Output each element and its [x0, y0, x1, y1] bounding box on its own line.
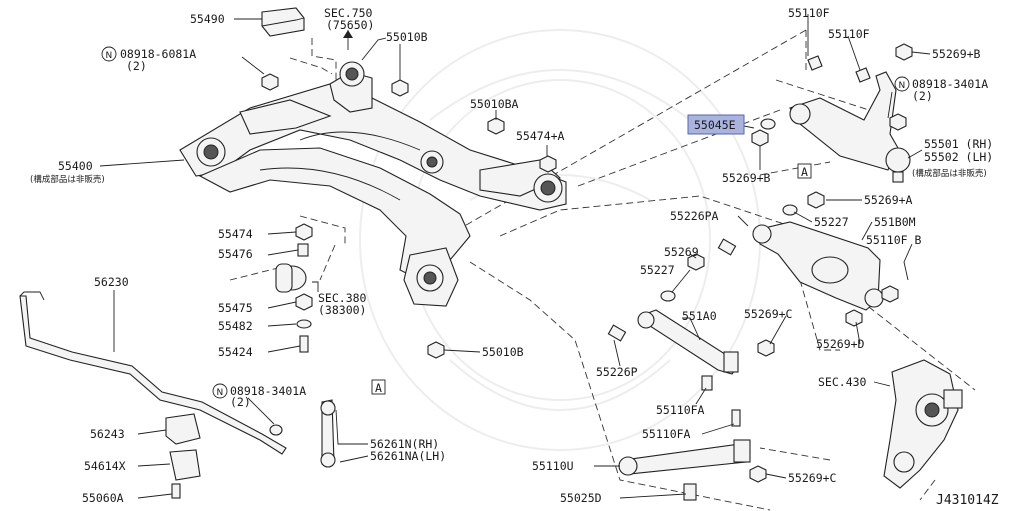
label-08918-3401a-top-qty: (2) [912, 89, 933, 103]
label-56243: 56243 [90, 427, 125, 441]
label-56261na-lh: 56261NA(LH) [370, 449, 446, 463]
part-labels: 55490 SEC.750 (75650) 55010B N 08918-608… [30, 6, 999, 508]
highlight-55045e [687, 114, 745, 135]
label-sec-380: SEC.380 [318, 291, 367, 305]
label-55476: 55476 [218, 247, 253, 261]
label-55269: 55269 [664, 245, 699, 259]
label-08918-6081a: 08918-6081A [120, 47, 196, 61]
label-55025d: 55025D [560, 491, 602, 505]
figure-code: J431014Z [936, 493, 999, 508]
label-55110f-2: 55110F [828, 27, 870, 41]
leader-lines [99, 14, 931, 499]
circled-n-icon: N [212, 383, 228, 399]
label-55269a: 55269+A [864, 193, 913, 207]
svg-text:N: N [899, 81, 906, 91]
label-55490: 55490 [190, 12, 225, 26]
label-56230: 56230 [94, 275, 129, 289]
label-55227-top: 55227 [814, 215, 849, 229]
label-55227-left: 55227 [640, 263, 675, 277]
label-55475: 55475 [218, 301, 253, 315]
label-55110u: 55110U [532, 459, 574, 473]
label-55501-note: (構成部品は非販売) [912, 168, 987, 179]
label-55110fa-2: 55110FA [642, 427, 691, 441]
upper-arm [751, 43, 913, 183]
toe-link [607, 309, 775, 427]
label-55501-rh: 55501 (RH) [924, 137, 993, 151]
section-ref-a-low: A [375, 381, 382, 395]
label-55269c-low: 55269+C [788, 471, 837, 485]
label-55269b-top: 55269+B [932, 47, 981, 61]
label-sec-750-sub: (75650) [326, 18, 374, 32]
label-551b0m: 551B0M [874, 215, 916, 229]
label-55226p: 55226P [596, 365, 638, 379]
label-55502-lh: 55502 (LH) [924, 150, 993, 164]
section-ref-box [371, 379, 386, 395]
label-55010ba: 55010BA [470, 97, 519, 111]
arrow-up-icon [343, 30, 353, 38]
dashed-reference-lines [229, 29, 976, 511]
label-55269d: 55269+D [816, 337, 865, 351]
label-551a0: 551A0 [682, 309, 717, 323]
lower-arm [660, 191, 899, 327]
label-55010b-mid: 55010B [482, 345, 524, 359]
label-55482: 55482 [218, 319, 253, 333]
label-55045e[interactable]: 55045E [694, 118, 736, 132]
stabilizer-bar [19, 291, 336, 499]
section-ref-box [797, 163, 812, 179]
label-55424: 55424 [218, 345, 253, 359]
subframe-fasteners [261, 73, 557, 359]
knuckle [883, 359, 963, 489]
section-ref-a-top: A [801, 165, 808, 179]
label-55400-note: (構成部品は非販売) [30, 174, 105, 185]
label-55400: 55400 [58, 159, 93, 173]
label-55474-a: 55474+A [516, 129, 565, 143]
label-08918-3401a-low-qty: (2) [230, 395, 251, 409]
rear-subframe [179, 61, 567, 307]
circled-n-icon: N [101, 46, 117, 62]
label-55110fa-1: 55110FA [656, 403, 705, 417]
label-sec-380-sub: (38300) [318, 303, 366, 317]
circled-n-icon: N [894, 76, 910, 92]
label-54614x: 54614X [84, 459, 126, 473]
label-08918-3401a-low: 08918-3401A [230, 384, 306, 398]
label-55269b-mid: 55269+B [722, 171, 771, 185]
mount-block-55490 [261, 7, 305, 37]
label-55474: 55474 [218, 227, 253, 241]
label-sec-750: SEC.750 [324, 6, 373, 20]
label-55269c-mid: 55269+C [744, 307, 793, 321]
label-55110f-top: 55110F [788, 6, 830, 20]
label-sec-430: SEC.430 [818, 375, 867, 389]
label-08918-3401a-top: 08918-3401A [912, 77, 988, 91]
label-55010b-top: 55010B [386, 30, 428, 44]
label-55226pa: 55226PA [670, 209, 719, 223]
label-56261n-rh: 56261N(RH) [370, 437, 439, 451]
label-08918-6081a-qty: (2) [126, 59, 147, 73]
svg-text:N: N [217, 388, 224, 398]
lower-link [618, 439, 767, 501]
label-55060a: 55060A [82, 491, 124, 505]
svg-text:N: N [106, 51, 113, 61]
label-55110fb: 55110F B [866, 233, 921, 247]
